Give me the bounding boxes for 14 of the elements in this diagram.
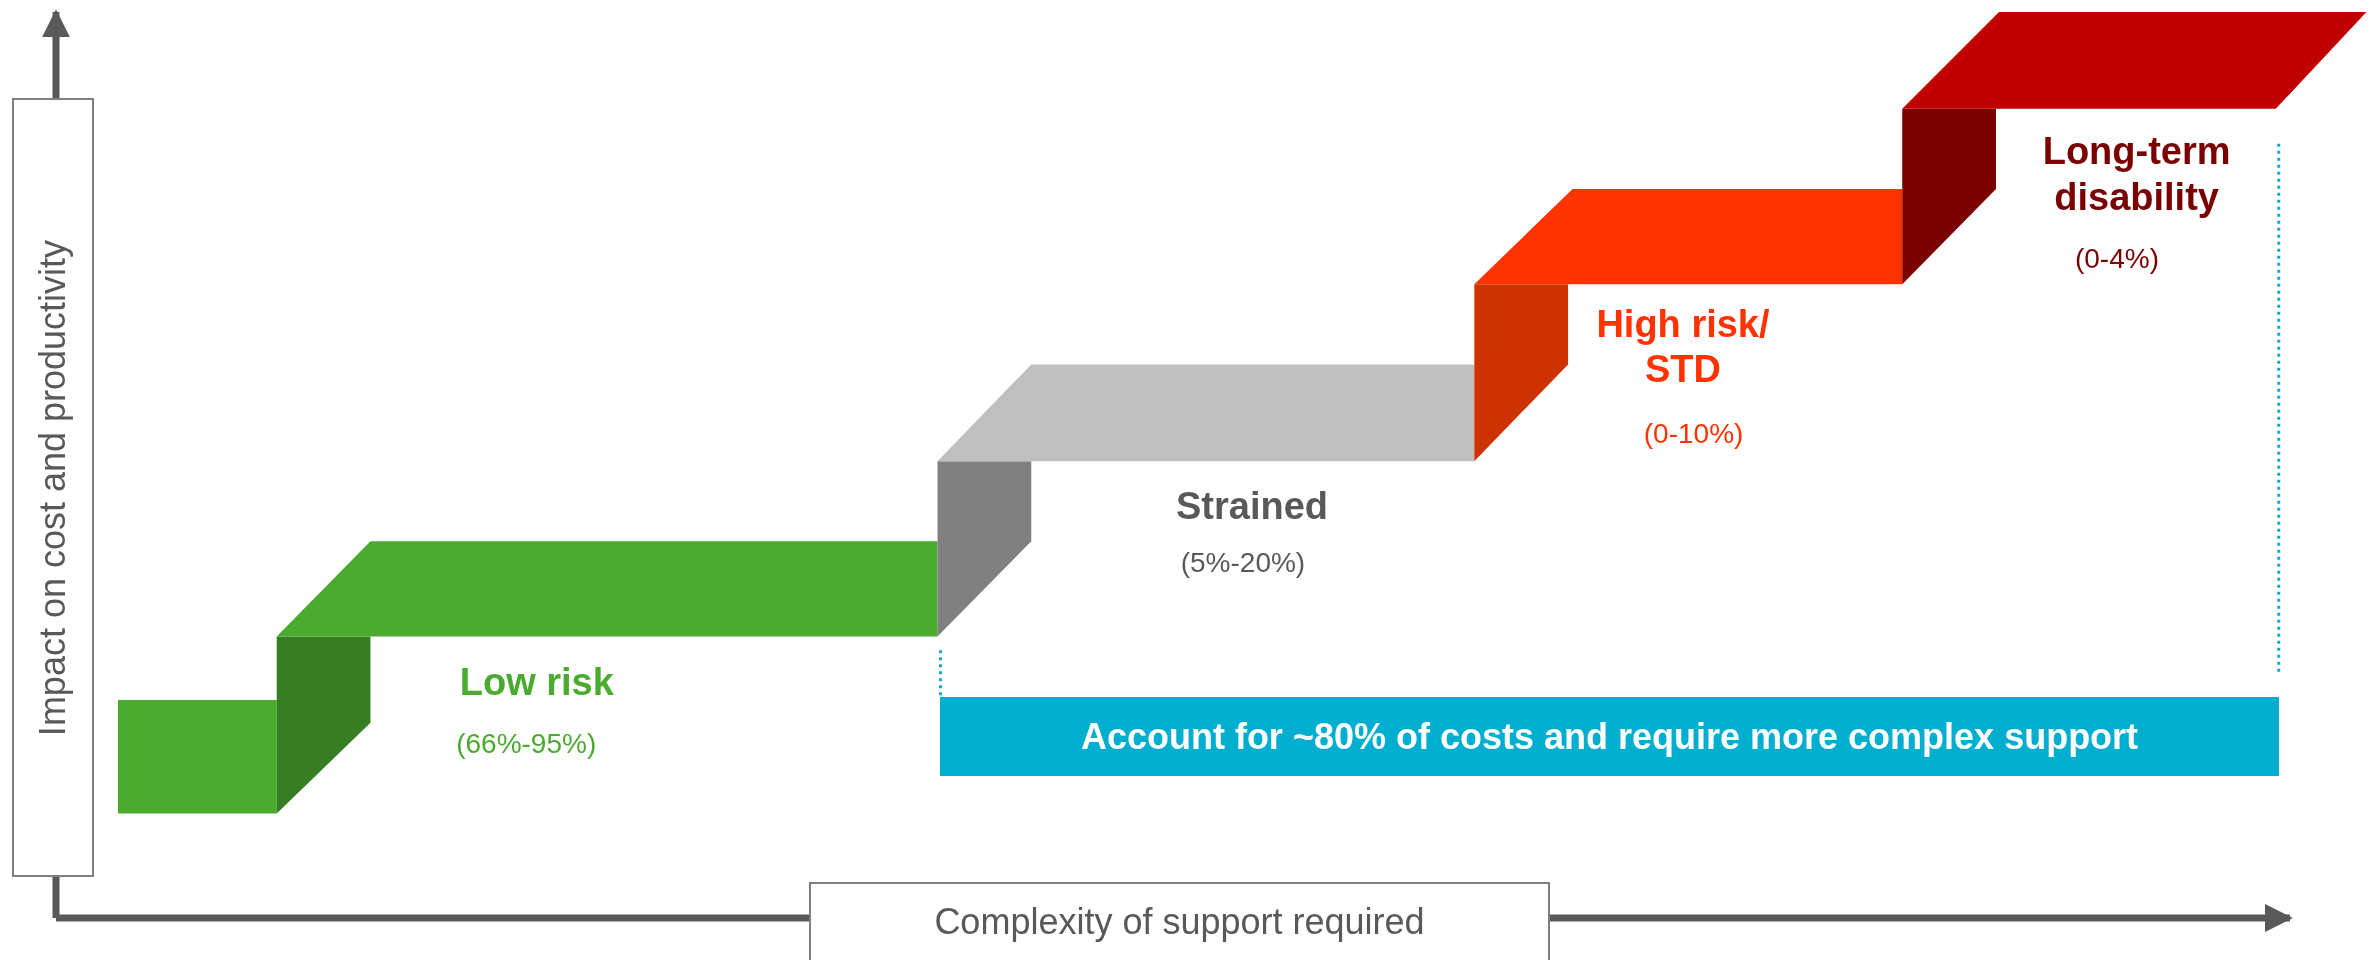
summary-banner bbox=[940, 697, 2279, 776]
category-label: Low risk bbox=[459, 660, 614, 706]
percentage-label: (0-10%) bbox=[1643, 417, 1744, 451]
category-label: Long-term disability bbox=[2041, 129, 2232, 221]
axis-label-box bbox=[12, 98, 94, 877]
percentage-label: (5%-20%) bbox=[1180, 545, 1306, 580]
axis-title: Impact on cost and productivity bbox=[32, 239, 74, 736]
category-label: High risk/ STD bbox=[1595, 302, 1771, 393]
axis-title: Complexity of support required bbox=[934, 901, 1425, 943]
banner-text: Account for ~80% of costs and require more complex support bbox=[1080, 715, 2139, 758]
percentage-label: (0-4%) bbox=[2074, 241, 2159, 276]
percentage-label: (66%-95%) bbox=[456, 727, 597, 761]
category-label: Strained bbox=[1176, 483, 1329, 529]
axis-label-box bbox=[809, 882, 1550, 960]
